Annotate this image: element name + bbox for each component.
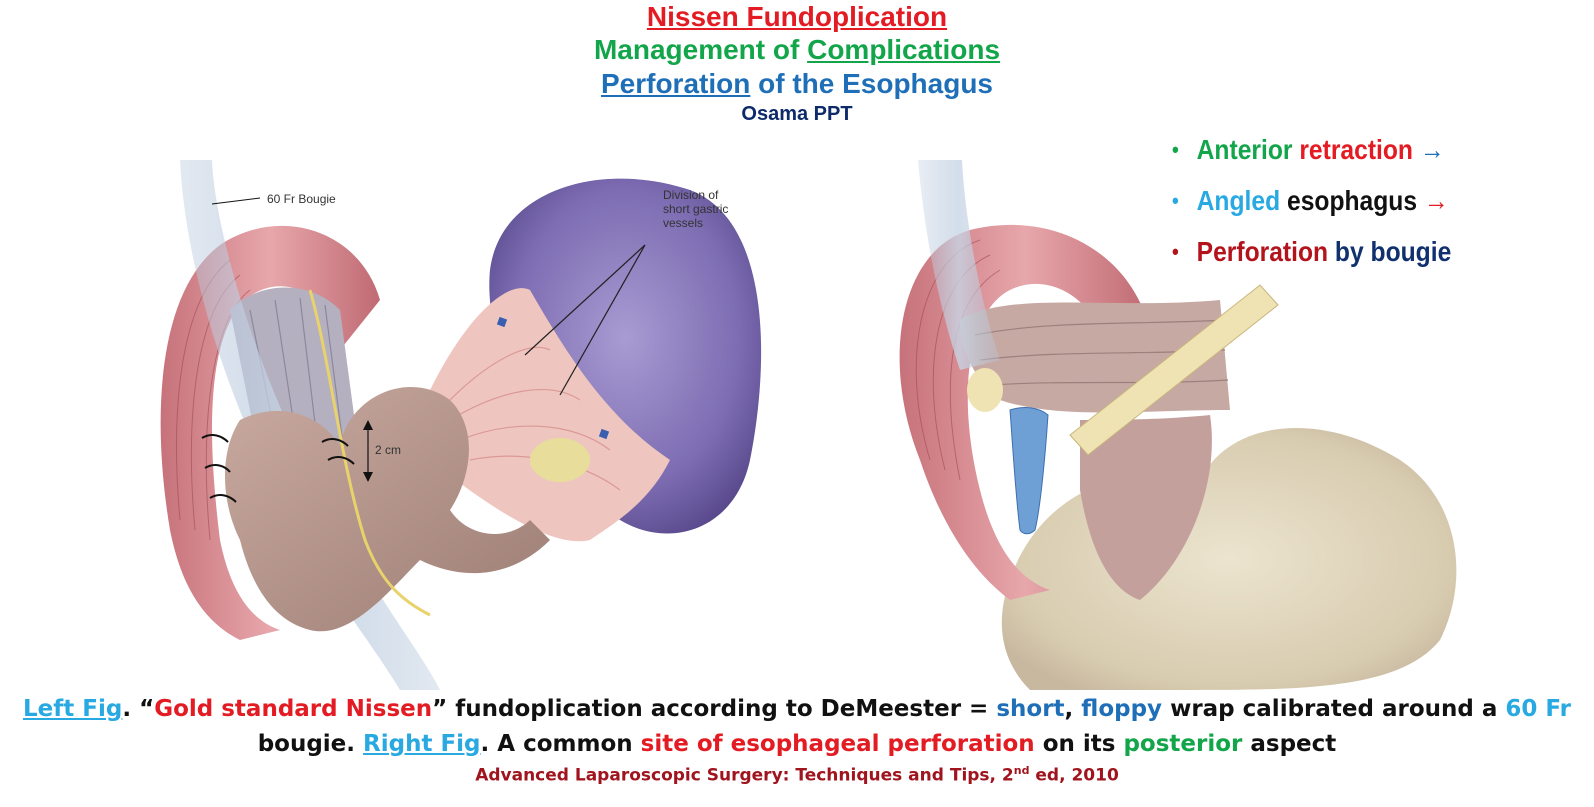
clip-2 (598, 428, 610, 440)
label-measure: 2 cm (375, 443, 401, 457)
slide-author: Osama PPT (741, 103, 853, 125)
bullet-anterior-retraction: •Anterior retraction → (1172, 130, 1451, 181)
reference-citation: Advanced Laparoscopic Surgery: Technique… (475, 764, 1119, 786)
pointer-line-2 (559, 244, 646, 396)
label-division-1: Division of (663, 188, 719, 202)
slide-subtitle: Management of Complications (0, 33, 1594, 67)
fat-pad (530, 438, 590, 482)
left-fig-link[interactable]: Left Fig (23, 696, 123, 722)
tissue-fibers (1080, 415, 1212, 600)
retractor-bar (1069, 284, 1279, 456)
bougie-pointer (211, 197, 261, 205)
left-figure-illustration: 2 cm 60 Fr Bougie Division of short gast… (160, 160, 762, 690)
figure-caption: Left Fig. “Gold standard Nissen” fundopl… (0, 692, 1594, 762)
pointer-line-1 (524, 244, 646, 356)
label-division-2: short gastric (663, 202, 728, 216)
bullet-list: •Anterior retraction → •Angled esophagus… (1172, 130, 1489, 283)
clip-1 (496, 316, 508, 328)
bougie-right (918, 160, 1000, 370)
topic-perforation: Perforation (600, 68, 751, 99)
bullet-perforation-bougie: •Perforation by bougie (1172, 232, 1451, 283)
subtitle-complications: Complications (807, 34, 1001, 65)
bullet-dot: • (1172, 239, 1179, 264)
stomach-body (1001, 427, 1457, 690)
slide-title: Nissen Fundoplication (646, 1, 948, 32)
bougie (180, 160, 440, 690)
topic-rest: of the Esophagus (750, 68, 994, 99)
caption-line-2: bougie. Right Fig. A common site of esop… (257, 731, 1337, 757)
right-fig-link[interactable]: Right Fig (363, 731, 481, 757)
bullet-angled-esophagus: •Angled esophagus → (1172, 181, 1451, 232)
bullet-dot: • (1172, 188, 1179, 213)
vagus-nerve (308, 289, 431, 617)
perforating-bougie-tip (1009, 407, 1049, 535)
fat-patch (967, 368, 1003, 412)
stomach-wrap (225, 387, 550, 632)
gastric-tissue (430, 288, 670, 542)
slide-topic: Perforation of the Esophagus (0, 67, 1594, 101)
title-block: Nissen Fundoplication Management of Comp… (0, 0, 1594, 127)
label-division-3: vessels (663, 216, 703, 230)
label-bougie: 60 Fr Bougie (267, 192, 336, 206)
bullet-dot: • (1172, 137, 1179, 162)
subtitle-prefix: Management of (593, 34, 808, 65)
right-figure-illustration (899, 160, 1457, 690)
caption-line-1: Left Fig. “Gold standard Nissen” fundopl… (23, 696, 1571, 722)
